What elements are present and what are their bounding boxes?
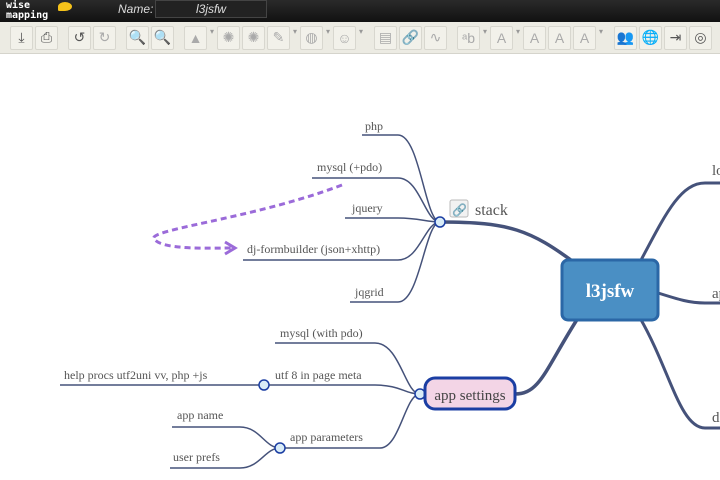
topic-right-2[interactable]: ap [712, 286, 720, 302]
app-params-collapse-toggle[interactable] [274, 442, 286, 454]
font-size-icon: A [496, 29, 507, 46]
back-icon: ◎ [694, 29, 707, 45]
publish-button[interactable]: 🌐 [639, 25, 662, 50]
topic-mysql-pdo[interactable]: mysql (+pdo) [317, 160, 382, 174]
topic-button-icon[interactable]: ☺ [333, 25, 363, 50]
border-color-button[interactable]: ✎ [267, 25, 297, 50]
app-settings-label: app settings [434, 388, 505, 404]
logo-bird-icon [58, 2, 72, 11]
note-button[interactable]: ▤ [374, 25, 397, 50]
topic-jquery[interactable]: jquery [351, 201, 383, 215]
undo-button[interactable]: ↺ [68, 25, 91, 50]
history-icon: ⇥ [669, 29, 682, 45]
bold-icon: A [529, 29, 540, 46]
note-icon: ▤ [378, 29, 393, 45]
toolbar: ⤓⎙↺↻🔍🔍▲✺✺✎◍☺▤🔗∿ᵃbAAAA👥🌐⇥◎ [0, 22, 720, 54]
border-color-icon: ✎ [272, 29, 285, 45]
topic-right-1[interactable]: lo [712, 163, 720, 179]
delete-topic-button[interactable]: ✺ [242, 25, 265, 50]
share-button[interactable]: 👥 [614, 25, 637, 50]
italic-button[interactable]: A [548, 25, 571, 50]
zoom-out-button[interactable]: 🔍 [126, 25, 149, 50]
relationship-icon: ∿ [429, 29, 442, 45]
topic-dj-formbuilder[interactable]: dj-formbuilder (json+xhttp) [247, 242, 380, 256]
bold-button[interactable]: A [523, 25, 546, 50]
topic-shape-icon: ▲ [188, 29, 203, 46]
wisemapping-logo[interactable]: wise mapping [6, 1, 76, 21]
svg-text:🔗: 🔗 [452, 202, 467, 217]
relationship-arrowhead [224, 240, 238, 256]
font-family-button[interactable]: ᵃb [457, 25, 487, 50]
zoom-in-icon: 🔍 [153, 29, 172, 45]
share-icon: 👥 [616, 29, 635, 45]
font-color-button[interactable]: A [573, 25, 603, 50]
relationship-arrow[interactable] [152, 183, 343, 250]
topic-app-settings[interactable]: app settings [423, 376, 517, 411]
topic-icon-icon: ☺ [337, 29, 352, 46]
topic-user-prefs[interactable]: user prefs [173, 450, 220, 464]
relationship-button[interactable]: ∿ [424, 25, 447, 50]
font-family-icon: ᵃb [462, 29, 475, 46]
topic-php[interactable]: php [365, 119, 383, 133]
central-topic[interactable]: l3jsfw [560, 258, 660, 322]
fill-color-button[interactable]: ◍ [300, 25, 330, 50]
delete-topic-icon: ✺ [247, 29, 260, 45]
topic-jqgrid[interactable]: jqgrid [354, 285, 384, 299]
topic-mysql-with-pdo[interactable]: mysql (with pdo) [280, 326, 363, 340]
map-name-field[interactable]: l3jsfw [155, 0, 267, 18]
link-icon[interactable]: 🔗 [449, 199, 469, 218]
zoom-out-icon: 🔍 [128, 29, 147, 45]
print-icon: ⎙ [40, 29, 53, 45]
save-icon: ⤓ [18, 29, 25, 45]
top-bar: wise mapping Name: l3jsfw [0, 0, 720, 22]
central-topic-label: l3jsfw [586, 281, 635, 302]
logo-text: wise mapping [6, 0, 49, 21]
history-button[interactable]: ⇥ [664, 25, 687, 50]
publish-icon: 🌐 [641, 29, 660, 45]
topic-utf8[interactable]: utf 8 in page meta [275, 368, 362, 382]
redo-icon: ↻ [98, 29, 111, 45]
font-size-button[interactable]: A [490, 25, 520, 50]
link-icon: 🔗 [401, 29, 420, 45]
redo-button[interactable]: ↻ [93, 25, 116, 50]
italic-icon: A [554, 29, 565, 46]
font-color-icon: A [579, 29, 590, 46]
utf8-collapse-toggle[interactable] [258, 379, 270, 391]
zoom-in-button[interactable]: 🔍 [151, 25, 174, 50]
topic-app-name[interactable]: app name [177, 408, 223, 422]
save-button[interactable]: ⤓ [10, 25, 33, 50]
topic-help-procs[interactable]: help procs utf2uni vv, php +js [64, 368, 208, 382]
topic-right-3[interactable]: d [712, 410, 720, 426]
print-button[interactable]: ⎙ [35, 25, 58, 50]
topic-app-parameters[interactable]: app parameters [290, 430, 363, 444]
stack-collapse-toggle[interactable] [434, 216, 446, 228]
back-button[interactable]: ◎ [689, 25, 712, 50]
topic-stack[interactable]: stack [475, 202, 508, 219]
name-label: Name: [118, 2, 154, 16]
add-topic-icon: ✺ [222, 29, 235, 45]
fill-color-icon: ◍ [305, 29, 318, 45]
add-topic-button[interactable]: ✺ [217, 25, 240, 50]
mindmap-canvas[interactable]: l3jsfw lo ap d 🔗 stack php mysql (+pdo) … [0, 55, 720, 480]
topic-shape-button[interactable]: ▲ [184, 25, 214, 50]
undo-icon: ↺ [73, 29, 86, 45]
link-button[interactable]: 🔗 [399, 25, 422, 50]
